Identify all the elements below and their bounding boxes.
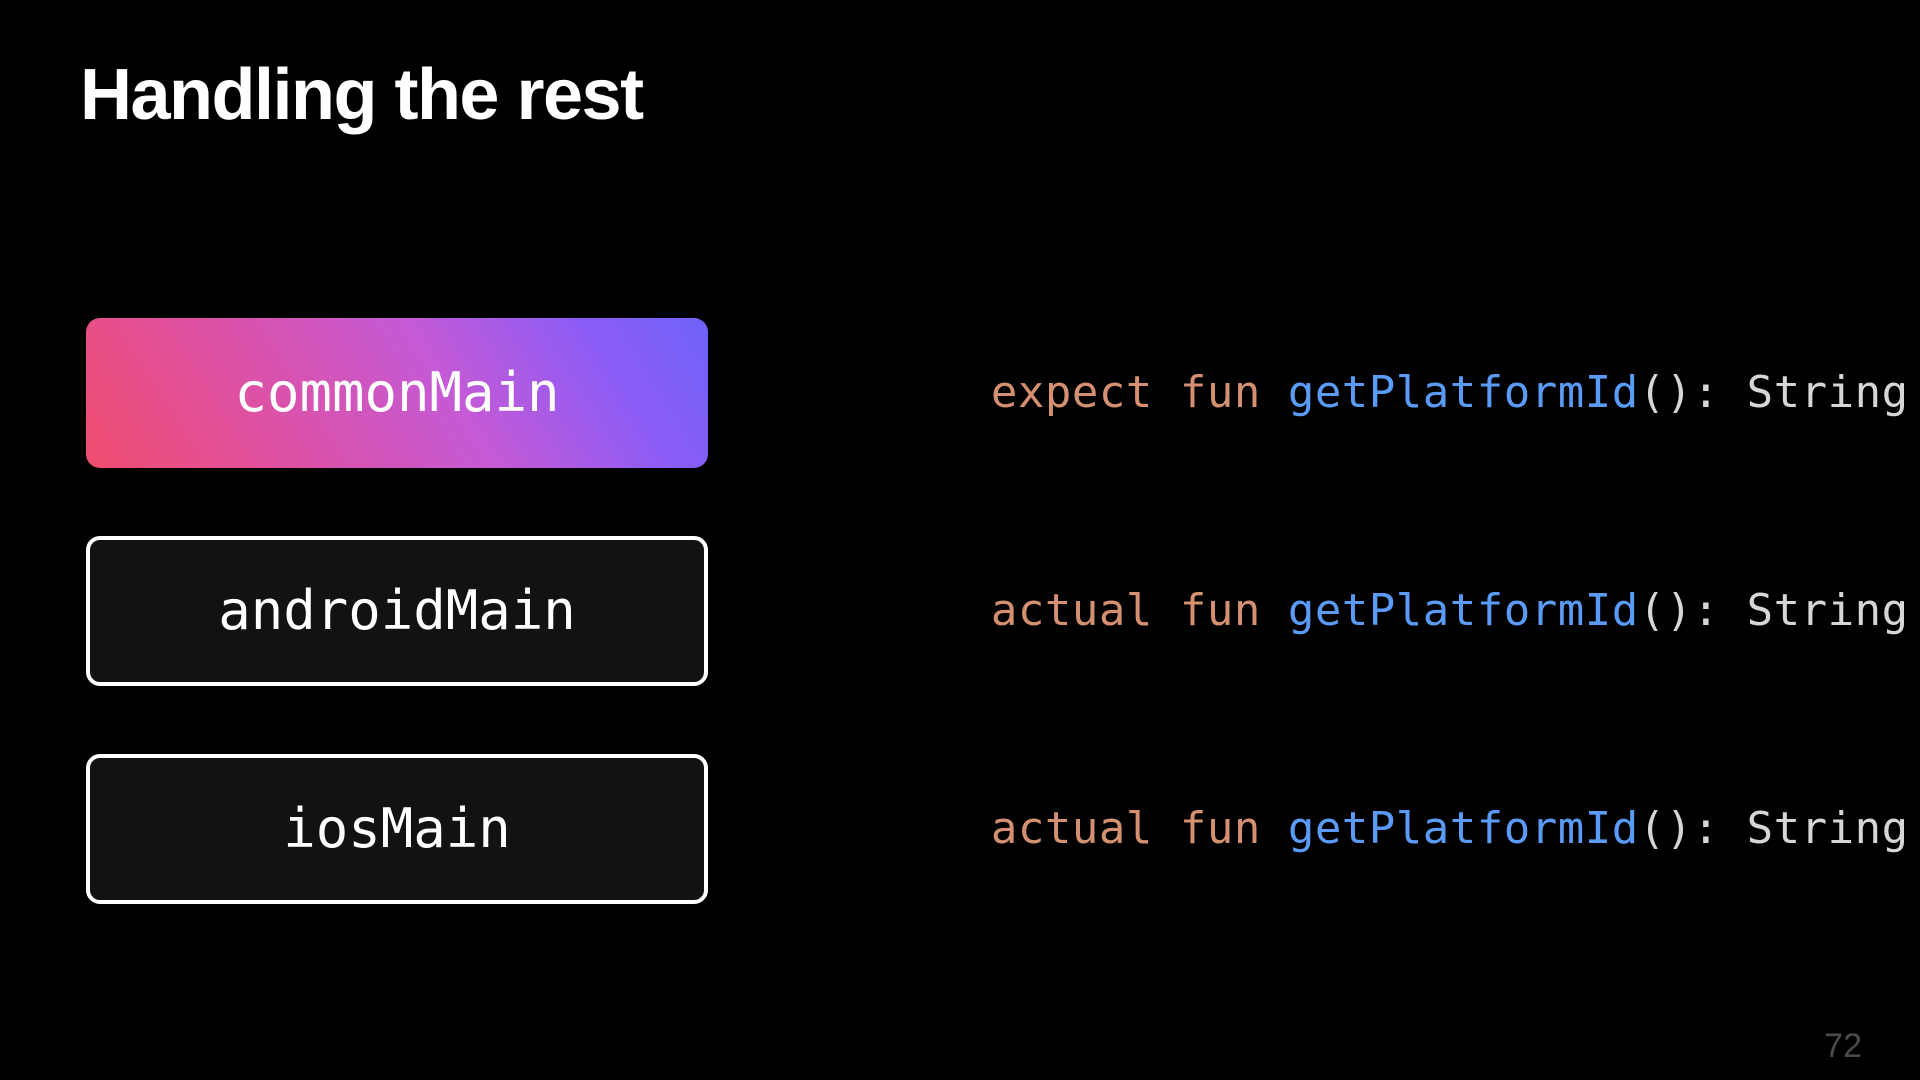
source-set-row-iosmain: iosMain actual fun getPlatformId(): Stri…: [86, 754, 1908, 904]
source-set-chip-commonmain[interactable]: commonMain: [86, 318, 708, 468]
source-set-chip-label: iosMain: [283, 797, 511, 860]
code-token-keyword: expect fun: [990, 367, 1288, 418]
source-set-chip-label: androidMain: [218, 579, 576, 642]
code-token-function: getPlatformId: [1287, 585, 1639, 636]
code-token-function: getPlatformId: [1287, 367, 1639, 418]
source-set-chip-androidmain[interactable]: androidMain: [86, 536, 708, 686]
code-token-keyword: actual fun: [990, 803, 1288, 854]
code-token-plain: (): String = ...: [1638, 803, 1909, 854]
source-set-row-androidmain: androidMain actual fun getPlatformId(): …: [86, 536, 1908, 686]
code-snippet-commonmain: expect fun getPlatformId(): String: [775, 312, 1909, 474]
code-token-plain: (): String = ...: [1638, 585, 1909, 636]
code-snippet-androidmain: actual fun getPlatformId(): String = ...: [775, 530, 1920, 692]
code-token-function: getPlatformId: [1287, 803, 1639, 854]
page-number: 72: [1824, 1027, 1862, 1065]
code-token-plain: (): String: [1638, 367, 1909, 418]
source-set-chip-label: commonMain: [234, 361, 560, 424]
code-token-keyword: actual fun: [990, 585, 1288, 636]
code-snippet-iosmain: actual fun getPlatformId(): String = ...: [775, 748, 1920, 910]
source-set-chip-iosmain[interactable]: iosMain: [86, 754, 708, 904]
source-set-row-commonmain: commonMain expect fun getPlatformId(): S…: [86, 318, 1908, 468]
page-title: Handling the rest: [80, 55, 644, 135]
